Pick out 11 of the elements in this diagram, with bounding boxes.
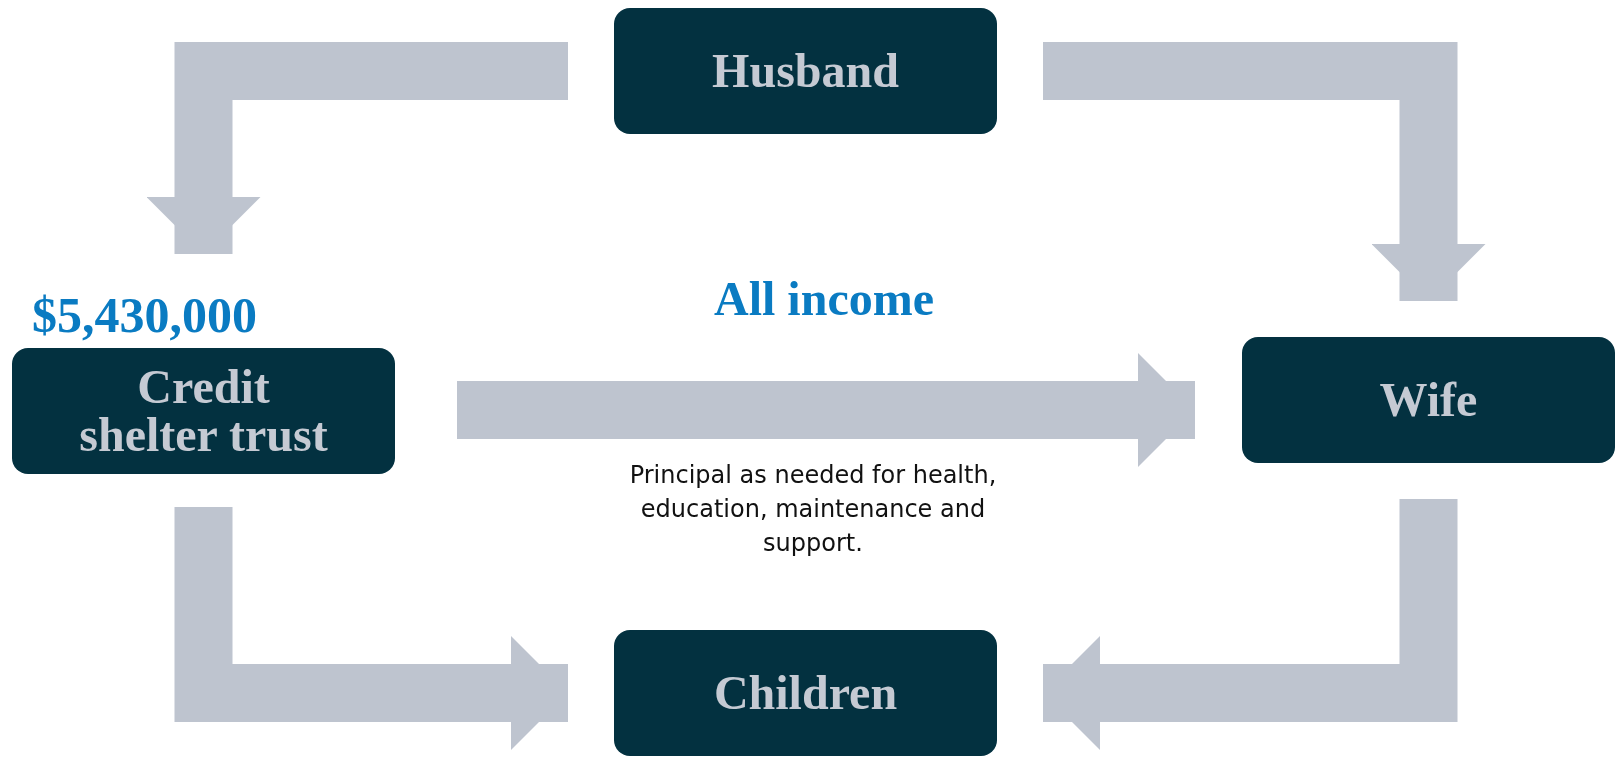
note-text: Principal as needed for health, education, maintenance and support. (628, 460, 998, 559)
block-arrow (457, 353, 1195, 467)
entity-name: Credit shelter trust (78, 363, 329, 459)
entity-name: Children (713, 669, 898, 717)
block-arrow (1043, 499, 1458, 750)
amount-label: $5,430,000 (31, 290, 257, 340)
entity-name: Husband (712, 47, 899, 95)
block-arrow (146, 42, 568, 254)
edge-label: All income (714, 275, 934, 323)
entity-name: Wife (1379, 376, 1478, 424)
block-arrow (1043, 42, 1486, 301)
